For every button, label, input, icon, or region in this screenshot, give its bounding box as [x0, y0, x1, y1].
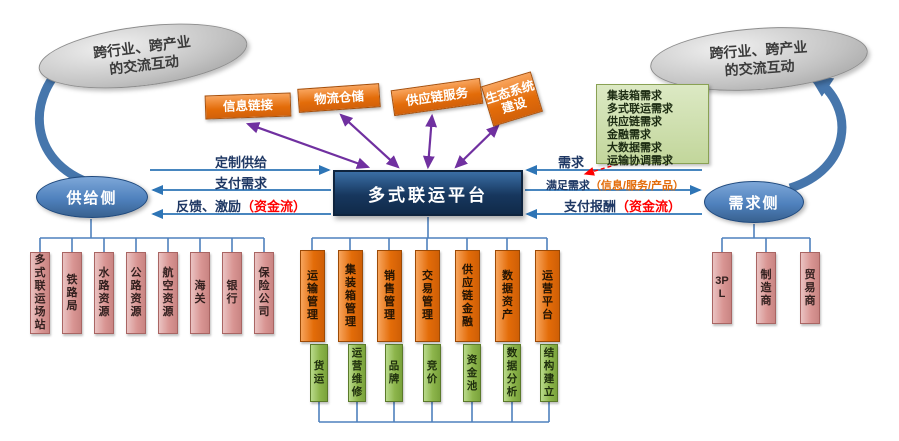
demand-side-ellipse: 需求侧: [704, 181, 804, 223]
submodule-capital-pool: 资金池: [463, 344, 481, 402]
provider-air-resources: 航空资源: [158, 252, 178, 334]
provider-insurance-company: 保险公司: [254, 252, 274, 334]
provider-customs: 海关: [190, 252, 210, 334]
demand-needs-list: 集装箱需求 多式联运需求 供应链需求 金融需求 大数据需求 运输协调需求: [596, 84, 709, 167]
submodule-bidding: 竞价: [423, 344, 441, 402]
demand-flow-arrows: [525, 164, 702, 220]
need-item: 供应链需求: [607, 116, 662, 128]
supply-tree-lines: [39, 219, 265, 252]
need-item: 金融需求: [607, 129, 651, 141]
platform-box: 多式联运平台: [333, 170, 523, 216]
module-supply-chain-finance: 供应链金融: [455, 250, 480, 342]
provider-road-resources: 公路资源: [126, 252, 146, 334]
submodule-structure-building: 结构建立: [540, 344, 558, 402]
provider-railway-bureau: 铁路局: [62, 252, 82, 334]
capital-flow-highlight-2: （资金流）: [616, 199, 682, 214]
info-service-product-highlight: （信息/服务/产品）: [589, 180, 685, 192]
need-item: 集装箱需求: [607, 90, 662, 102]
module-transport-management: 运输管理: [300, 250, 325, 342]
need-item: 运输协调需求: [607, 155, 673, 167]
platform-service-arrows: [245, 113, 500, 170]
customer-3pl: 3PL: [712, 252, 732, 324]
module-container-management: 集装箱管理: [338, 250, 363, 342]
flow-label-demand: 需求: [557, 155, 584, 170]
flow-label-custom-supply: 定制供给: [214, 155, 267, 170]
customer-manufacturer: 制造商: [756, 252, 776, 324]
curved-arrow-right: [788, 74, 847, 193]
pay-reward-text: 支付报酬: [563, 199, 616, 214]
needs-pointer-arrow: [583, 163, 619, 176]
module-sales-management: 销售管理: [377, 250, 402, 342]
supply-side-ellipse: 供给侧: [36, 176, 148, 218]
submodule-freight: 货运: [310, 344, 328, 402]
need-item: 大数据需求: [607, 142, 662, 154]
provider-bank: 银行: [222, 252, 242, 334]
submodule-bus-lines: [318, 402, 550, 423]
module-data-assets: 数据资产: [495, 250, 520, 342]
service-box-info-link: 信息链接: [204, 92, 292, 120]
module-tree-lines: [311, 217, 548, 250]
flow-label-feedback-incentive: 反馈、激励（资金流）: [150, 196, 332, 215]
customer-trader: 贸易商: [800, 252, 820, 324]
need-item: 多式联运需求: [607, 103, 673, 115]
satisfy-text: 满足需求: [545, 180, 590, 192]
flow-label-satisfy-demand: 满足需求（信息/服务/产品）: [526, 177, 704, 193]
provider-waterway-resources: 水路资源: [94, 252, 114, 334]
submodule-brand: 品牌: [385, 344, 403, 402]
flow-label-pay-reward: 支付报酬（资金流）: [540, 196, 705, 215]
demand-tree-lines: [721, 224, 811, 252]
provider-multimodal-station: 多式联运场站: [30, 252, 50, 334]
supply-flow-arrows: [150, 164, 331, 220]
module-operation-platform: 运营平台: [535, 250, 560, 342]
feedback-text: 反馈、激励: [175, 199, 241, 214]
flow-label-pay-demand: 支付需求: [214, 176, 267, 191]
submodule-data-analysis: 数据分析: [503, 344, 521, 402]
module-trade-management: 交易管理: [415, 250, 440, 342]
submodule-operation-maintenance: 运营维修: [348, 344, 366, 402]
capital-flow-highlight: （资金流）: [241, 199, 307, 214]
